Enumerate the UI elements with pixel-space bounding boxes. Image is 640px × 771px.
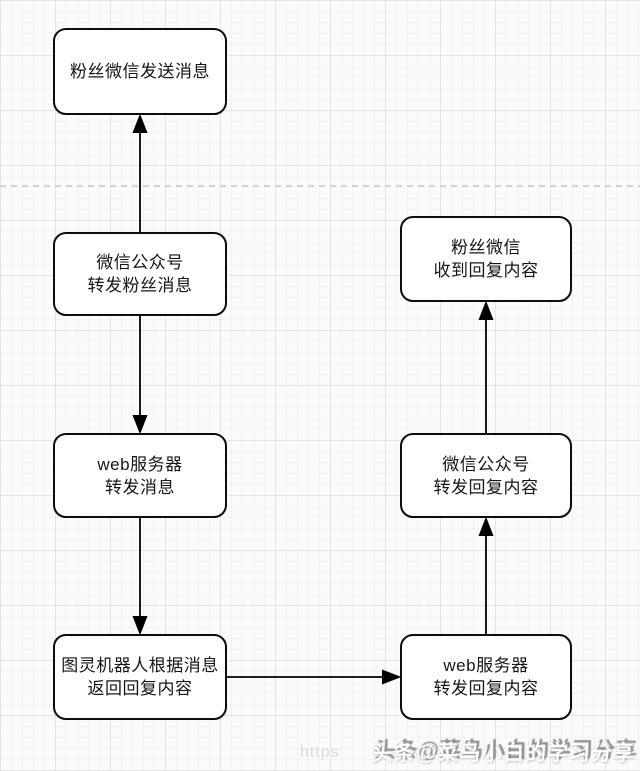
node-turing-reply: 图灵机器人根据消息 返回回复内容: [53, 634, 227, 720]
node-label: 转发粉丝消息: [87, 276, 193, 295]
node-mp-forward-fan: 微信公众号 转发粉丝消息: [53, 232, 227, 316]
page-break-dashed-line: [0, 185, 640, 187]
node-label: 转发回复内容: [433, 477, 539, 497]
node-label: web服务器: [443, 656, 529, 675]
node-label: 转发回复内容: [433, 679, 539, 698]
node-web-forward-msg: web服务器 转发消息: [53, 433, 227, 518]
node-web-forward-reply: web服务器 转发回复内容: [400, 634, 572, 720]
toutiao-watermark: 头条@菜鸟小白的学习分享: [371, 742, 635, 765]
arrow-to-turing-robot: [132, 518, 148, 636]
node-fan-send: 粉丝微信发送消息: [53, 28, 227, 115]
arrow-to-mp-forward-reply: [478, 516, 494, 634]
node-fan-receive: 粉丝微信 收到回复内容: [400, 216, 572, 302]
node-label: 粉丝微信发送消息: [70, 62, 210, 81]
node-mp-forward-reply: 微信公众号 转发回复内容: [400, 433, 572, 518]
node-label: 收到回复内容: [433, 261, 539, 280]
node-label: 返回回复内容: [87, 679, 193, 698]
arrow-to-fan-receive: [478, 300, 494, 433]
arrow-to-fan-send: [132, 113, 148, 232]
node-label: 粉丝微信: [451, 238, 521, 257]
arrow-to-web-server: [132, 316, 148, 435]
background-url-text: https: [300, 744, 340, 761]
node-label: 转发消息: [105, 477, 175, 497]
node-label: 微信公众号: [442, 454, 530, 474]
node-label: 图灵机器人根据消息: [61, 656, 219, 675]
node-label: 微信公众号: [96, 253, 184, 272]
arrow-to-web-server-reply: [227, 669, 402, 685]
node-label: web服务器: [97, 454, 183, 474]
